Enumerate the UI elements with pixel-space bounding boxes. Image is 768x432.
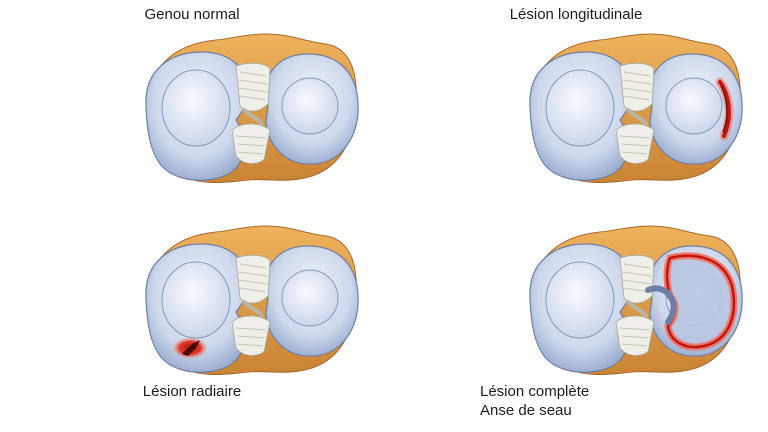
panel-radial-lesion: Lésion radiaire (0, 216, 384, 432)
panel-longitudinal-lesion: Lésion longitudinale (384, 0, 768, 216)
knee-bucket-handle-illustration (527, 224, 745, 377)
caption-line-1: Lésion complète (480, 383, 590, 400)
knee-normal-illustration (143, 32, 361, 185)
caption-line: Genou normal (144, 6, 240, 23)
caption-normal: Genou normal (0, 5, 384, 24)
caption-line: Lésion longitudinale (509, 6, 643, 23)
caption-radial: Lésion radiaire (0, 382, 384, 401)
caption-line-2: Anse de seau (480, 402, 572, 419)
caption-line: Lésion radiaire (142, 383, 242, 400)
knee-longitudinal-illustration (527, 32, 745, 185)
caption-longitudinal: Lésion longitudinale (384, 5, 768, 24)
panel-bucket-handle-lesion: Lésion complète Anse de seau (384, 216, 768, 432)
caption-bucket-handle: Lésion complète Anse de seau (480, 382, 589, 420)
panel-normal-knee: Genou normal (0, 0, 384, 216)
knee-radial-illustration (143, 224, 361, 377)
